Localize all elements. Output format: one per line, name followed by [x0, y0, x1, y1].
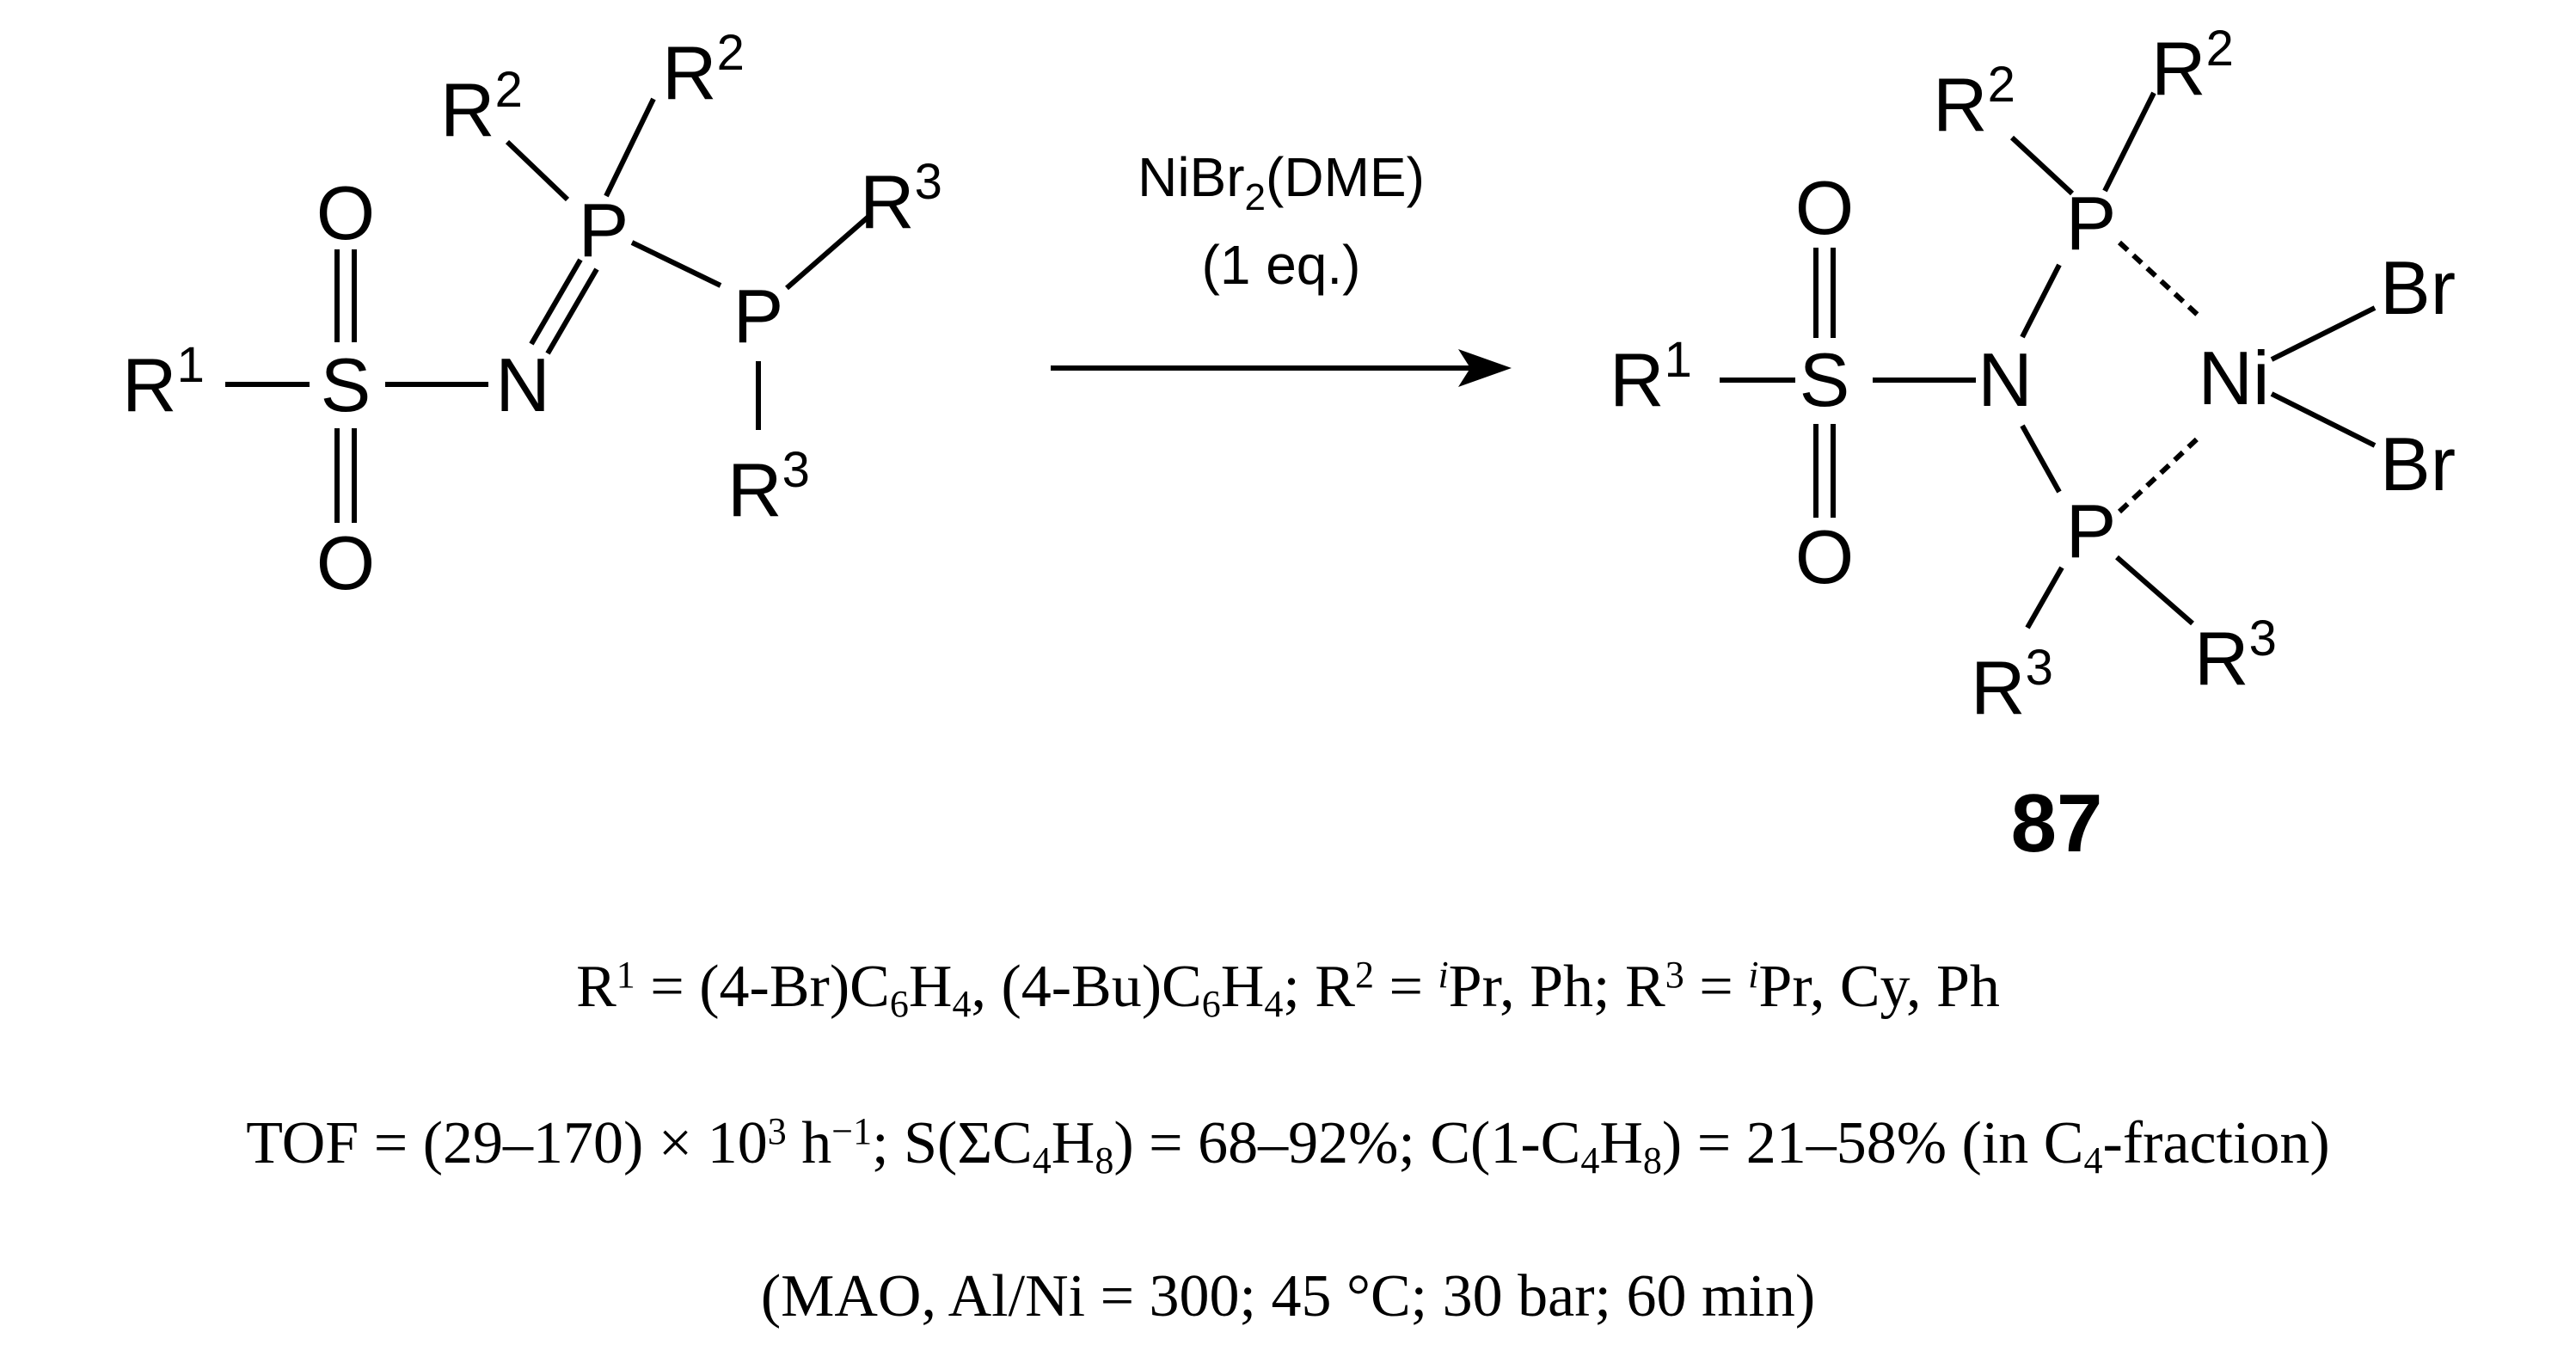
reagent-equivalents: (1 eq.): [1202, 234, 1361, 296]
atom-s-product: S: [1800, 337, 1850, 422]
atom-o-top: O: [316, 170, 375, 255]
reagent-label: NiBr2(DME): [1138, 146, 1425, 218]
atom-ni: Ni: [2198, 335, 2269, 421]
bond-p-ni-lower-coordinative: [2117, 434, 2202, 514]
r2-group-right-product: R2: [2151, 21, 2234, 111]
catalytic-performance: TOF = (29–170) × 103 h−1; S(ΣC4H8) = 68–…: [246, 1110, 2330, 1182]
bond-n-p-upper: [2020, 263, 2062, 339]
r2-group-left-product: R2: [1933, 57, 2015, 147]
bond-p-r2-right: [604, 97, 656, 198]
reaction-conditions: (MAO, Al/Ni = 300; 45 °C; 30 bar; 60 min…: [761, 1263, 1815, 1329]
bond-n-p-double-b: [545, 267, 599, 355]
r2-group-left: R2: [440, 62, 523, 152]
r1-group: R1: [122, 337, 205, 427]
bond-p-p: [630, 240, 722, 288]
atom-p-lower-product: P: [2066, 488, 2117, 574]
bond-p-ni-upper-coordinative: [2117, 240, 2202, 319]
bond-p-r2-left-product: [2009, 135, 2075, 196]
reactant-structure: O S O N P P R1 R2 R2 R3 R3: [122, 25, 942, 605]
bond-p-r3-left-product: [2025, 566, 2064, 629]
r2-group-right: R2: [662, 25, 745, 115]
atom-p-phosphine: P: [733, 273, 784, 359]
atom-n: N: [495, 342, 550, 427]
r3-group-upper: R3: [860, 154, 942, 244]
atom-br-upper: Br: [2380, 245, 2456, 330]
r1-group-product: R1: [1610, 332, 1692, 422]
product-structure: O S O N P P Ni Br Br R1 R2 R2 R3 R3 87: [1610, 21, 2456, 869]
substituent-definitions: R1 = (4-Br)C6H4, (4-Bu)C6H4; R2 = iPr, P…: [576, 954, 2000, 1025]
bond-ni-br-upper: [2270, 305, 2377, 362]
bond-n-p-double-a: [529, 258, 583, 346]
atom-o-bottom: O: [316, 520, 375, 605]
atom-p-upper-product: P: [2066, 181, 2117, 266]
bond-ni-br-lower: [2270, 391, 2377, 448]
bond-p-r3-right-product: [2115, 555, 2194, 626]
atom-n-product: N: [1978, 337, 2033, 422]
bond-p-r3-upper: [785, 214, 870, 291]
arrow-head: [1458, 349, 1512, 387]
reaction-arrow: NiBr2(DME) (1 eq.): [1051, 146, 1512, 387]
bond-p-r2-right-product: [2102, 91, 2156, 193]
atom-o-top-product: O: [1795, 165, 1854, 250]
r3-group-lower: R3: [727, 442, 810, 532]
r3-group-left-product: R3: [1971, 640, 2053, 730]
bond-p-r2-left: [505, 139, 570, 202]
bond-n-p-lower: [2020, 424, 2062, 494]
atom-o-bottom-product: O: [1795, 514, 1854, 599]
compound-number: 87: [2011, 777, 2103, 869]
atom-br-lower: Br: [2380, 421, 2456, 507]
r3-group-right-product: R3: [2194, 611, 2277, 701]
atom-s: S: [321, 342, 371, 427]
atom-p-ylidic: P: [579, 187, 629, 273]
